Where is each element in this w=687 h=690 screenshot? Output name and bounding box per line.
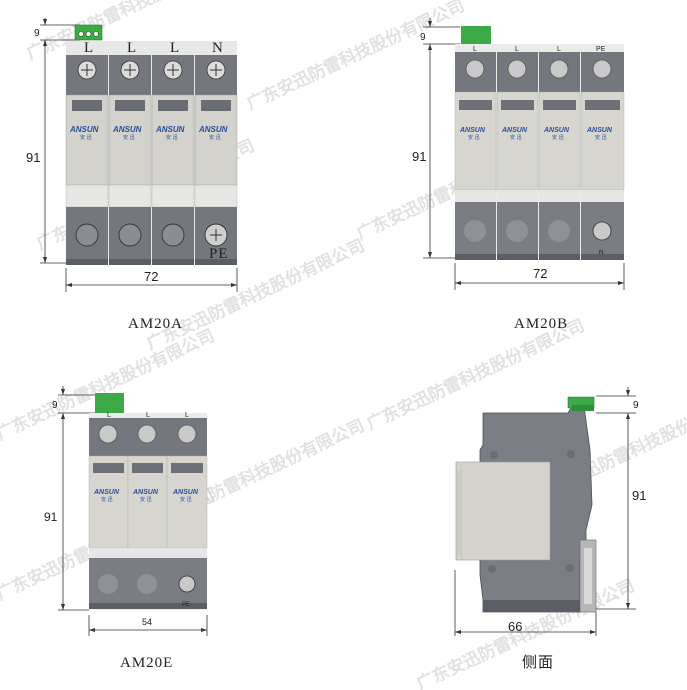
side-height-dim: 91 [632, 488, 646, 503]
am20a-module-2: ANSUN 安 迅 [108, 55, 152, 265]
terminal-label: L [557, 46, 561, 53]
brand-logo: ANSUN [543, 127, 570, 134]
am20e-width-dim: 54 [142, 617, 152, 627]
am20a-top-dim: 9 [34, 28, 40, 39]
am20e-module-3: ANSUN 安 迅 [166, 418, 208, 609]
brand-logo: ANSUN [93, 489, 120, 496]
brand-sub: 安 迅 [209, 134, 221, 141]
brand-logo: ANSUN [69, 125, 99, 134]
am20a-dimension-lines [40, 18, 238, 292]
terminal-label: PE [596, 46, 606, 53]
am20e-module-2: ANSUN 安 迅 [127, 418, 168, 609]
side-top-dim: 9 [633, 400, 639, 411]
brand-logo: ANSUN [172, 489, 199, 496]
am20b-height-dim: 91 [412, 149, 426, 164]
terminal-label: L [127, 40, 137, 56]
brand-sub: 安 迅 [80, 134, 92, 141]
am20e-height-dim: 91 [44, 510, 58, 524]
am20b-module-3: ANSUN 安 迅 [538, 52, 581, 260]
am20e-module-1: ANSUN 安 迅 [88, 418, 129, 609]
am20b-module-4: ANSUN 安 迅 [580, 52, 625, 260]
brand-logo: ANSUN [112, 125, 142, 134]
brand-sub: 安 迅 [166, 134, 178, 141]
brand-sub: 安 迅 [180, 496, 192, 503]
brand-logo: ANSUN [586, 127, 613, 134]
side-width-dim: 66 [508, 619, 522, 634]
brand-logo: ANSUN [198, 125, 228, 134]
view-am20a: 9 91 72 ANSUN 安 迅 [26, 18, 238, 332]
am20a-height-dim: 91 [26, 150, 40, 165]
am20a-module-3: ANSUN 安 迅 [151, 55, 195, 265]
am20b-module-2: ANSUN 安 迅 [496, 52, 539, 260]
view-am20e: 9 91 54 ANSUN 安 迅 ANSUN 安 迅 [44, 386, 208, 671]
green-connector [95, 393, 124, 413]
am20a-arrows [43, 19, 237, 287]
terminal-label: L [473, 46, 477, 53]
am20b-width-dim: 72 [533, 266, 547, 281]
am20b-dimension-lines [423, 18, 625, 290]
am20a-module-1: ANSUN 安 迅 [65, 55, 109, 265]
terminal-label: L [170, 40, 180, 56]
brand-sub: 安 迅 [140, 496, 152, 503]
terminal-label: L [84, 40, 94, 56]
bottom-terminal-label: N [599, 250, 603, 256]
terminal-label: L [515, 46, 519, 53]
brand-sub: 安 迅 [123, 134, 135, 141]
brand-logo: ANSUN [501, 127, 528, 134]
brand-sub: 安 迅 [510, 134, 522, 141]
view-am20b: 9 91 72 ANSUN 安 迅 ANSUN 安 迅 [412, 18, 625, 332]
caption-side: 侧面 [522, 654, 554, 671]
brand-logo: ANSUN [132, 489, 159, 496]
am20e-top-dim: 9 [52, 400, 58, 411]
side-front-cover [455, 461, 551, 561]
green-connector [461, 26, 491, 44]
bottom-terminal-label: PE [209, 246, 229, 262]
am20b-module-1: ANSUN 安 迅 [454, 52, 497, 260]
am20e-arrows [61, 389, 207, 632]
terminal-label: N [212, 40, 224, 56]
caption-am20e: AM20E [120, 655, 173, 671]
caption-am20b: AM20B [514, 316, 568, 332]
brand-sub: 安 迅 [101, 496, 113, 503]
terminal-label: L [185, 412, 189, 419]
am20b-arrows [428, 21, 624, 285]
caption-am20a: AM20A [128, 316, 183, 332]
view-side: 9 91 66 侧面 [454, 387, 646, 671]
terminal-label: L [146, 412, 150, 419]
brand-logo: ANSUN [459, 127, 486, 134]
watermark-text: 广东安迅防雷科技股份有限公司 [243, 0, 468, 115]
brand-sub: 安 迅 [595, 134, 607, 141]
brand-logo: ANSUN [155, 125, 185, 134]
am20b-top-dim: 9 [420, 32, 426, 43]
side-arrows [455, 390, 630, 634]
bottom-terminal-label: PE [182, 602, 190, 608]
terminal-label: L [107, 412, 111, 419]
brand-sub: 安 迅 [468, 134, 480, 141]
brand-sub: 安 迅 [552, 134, 564, 141]
am20a-module-4: ANSUN 安 迅 [194, 55, 238, 265]
am20a-width-dim: 72 [144, 269, 158, 284]
